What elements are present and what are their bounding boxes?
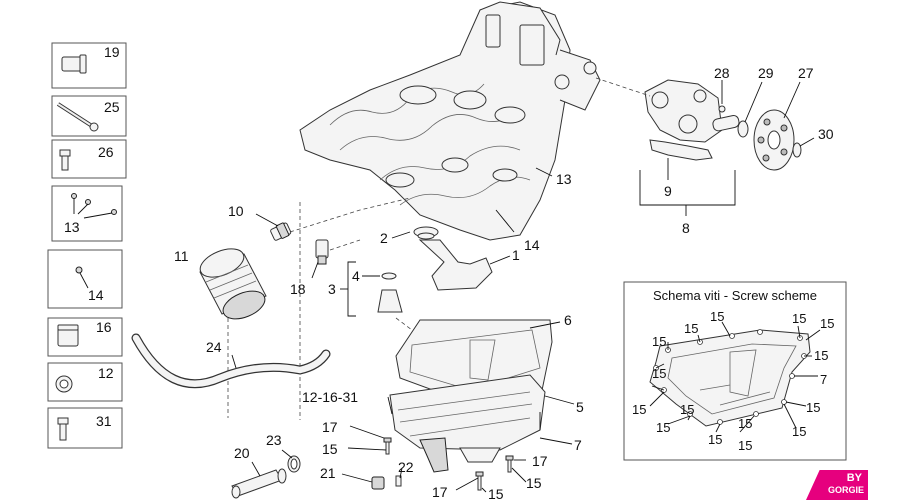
scheme-label-15: 15 [708, 432, 722, 447]
scheme-label-15: 15 [656, 420, 670, 435]
scheme-label-15: 15 [738, 416, 752, 431]
inset-label-31: 31 [96, 413, 112, 429]
callout-17: 17 [322, 419, 338, 435]
brand-logo: BY GORGIE [806, 470, 868, 500]
callout-14: 14 [524, 237, 540, 253]
callout-7: 7 [574, 437, 582, 453]
inset-label-26: 26 [98, 144, 114, 160]
inset-label-13: 13 [64, 219, 80, 235]
callout-20: 20 [234, 445, 250, 461]
scheme-label-15: 15 [652, 366, 666, 381]
scheme-label-15: 15 [680, 402, 694, 417]
callout-27: 27 [798, 65, 814, 81]
scheme-label-15: 15 [652, 334, 666, 349]
callout-4: 4 [352, 268, 360, 284]
oil-pan [389, 319, 553, 473]
screws [383, 437, 514, 491]
inset-box-16: 16 [47, 317, 123, 357]
callout-17: 17 [432, 484, 448, 500]
inset-box-26: 26 [51, 139, 127, 179]
inset-box-19: 19 [51, 42, 127, 89]
logo-line-2: GORGIE [827, 485, 864, 495]
logo-line-1: BY [846, 472, 862, 484]
scheme-label-15: 15 [792, 311, 806, 326]
callout-2: 2 [380, 230, 388, 246]
screw-scheme-title: Schema viti - Screw scheme [653, 288, 817, 303]
inset-box-14: 14 [47, 249, 123, 309]
callout-9: 9 [664, 183, 672, 199]
callout-29: 29 [758, 65, 774, 81]
oil-pump [644, 79, 802, 171]
callout-12-16-31: 12-16-31 [302, 389, 358, 405]
callout-3: 3 [328, 281, 336, 297]
callout-15: 15 [526, 475, 542, 491]
inset-label-19: 19 [104, 44, 120, 60]
inset-label-12: 12 [98, 365, 114, 381]
crankcase [299, 1, 601, 241]
scheme-label-7: 7 [820, 372, 827, 387]
callout-5: 5 [576, 399, 584, 415]
inset-label-16: 16 [96, 319, 112, 335]
inset-box-12: 12 [47, 362, 123, 402]
scheme-label-15: 15 [684, 321, 698, 336]
callout-28: 28 [714, 65, 730, 81]
callout-15: 15 [322, 441, 338, 457]
callout-15: 15 [488, 486, 504, 502]
callout-30: 30 [818, 126, 834, 142]
inset-box-31: 31 [47, 407, 123, 449]
callout-13: 13 [556, 171, 572, 187]
scheme-label-15: 15 [806, 400, 820, 415]
callout-10: 10 [228, 203, 244, 219]
callout-18: 18 [290, 281, 306, 297]
callout-17: 17 [532, 453, 548, 469]
scheme-label-15: 15 [710, 309, 724, 324]
scheme-label-15: 15 [632, 402, 646, 417]
scheme-label-15: 15 [792, 424, 806, 439]
inset-label-14: 14 [88, 287, 104, 303]
callout-21: 21 [320, 465, 336, 481]
oil-filter [199, 222, 329, 320]
callout-22: 22 [398, 459, 414, 475]
inset-label-25: 25 [104, 99, 120, 115]
inset-box-13: 13 [51, 185, 123, 242]
inset-box-25: 25 [51, 95, 127, 137]
screw-scheme-panel: Schema viti - Screw scheme [623, 281, 847, 461]
callout-1: 1 [512, 247, 520, 263]
oil-hose [131, 333, 402, 499]
oil-strainer [377, 226, 493, 313]
callout-8: 8 [682, 220, 690, 236]
callout-24: 24 [206, 339, 222, 355]
callout-11: 11 [174, 248, 189, 264]
scheme-label-15: 15 [814, 348, 828, 363]
callout-23: 23 [266, 432, 282, 448]
scheme-label-15: 15 [820, 316, 834, 331]
callout-6: 6 [564, 312, 572, 328]
scheme-label-15: 15 [738, 438, 752, 453]
